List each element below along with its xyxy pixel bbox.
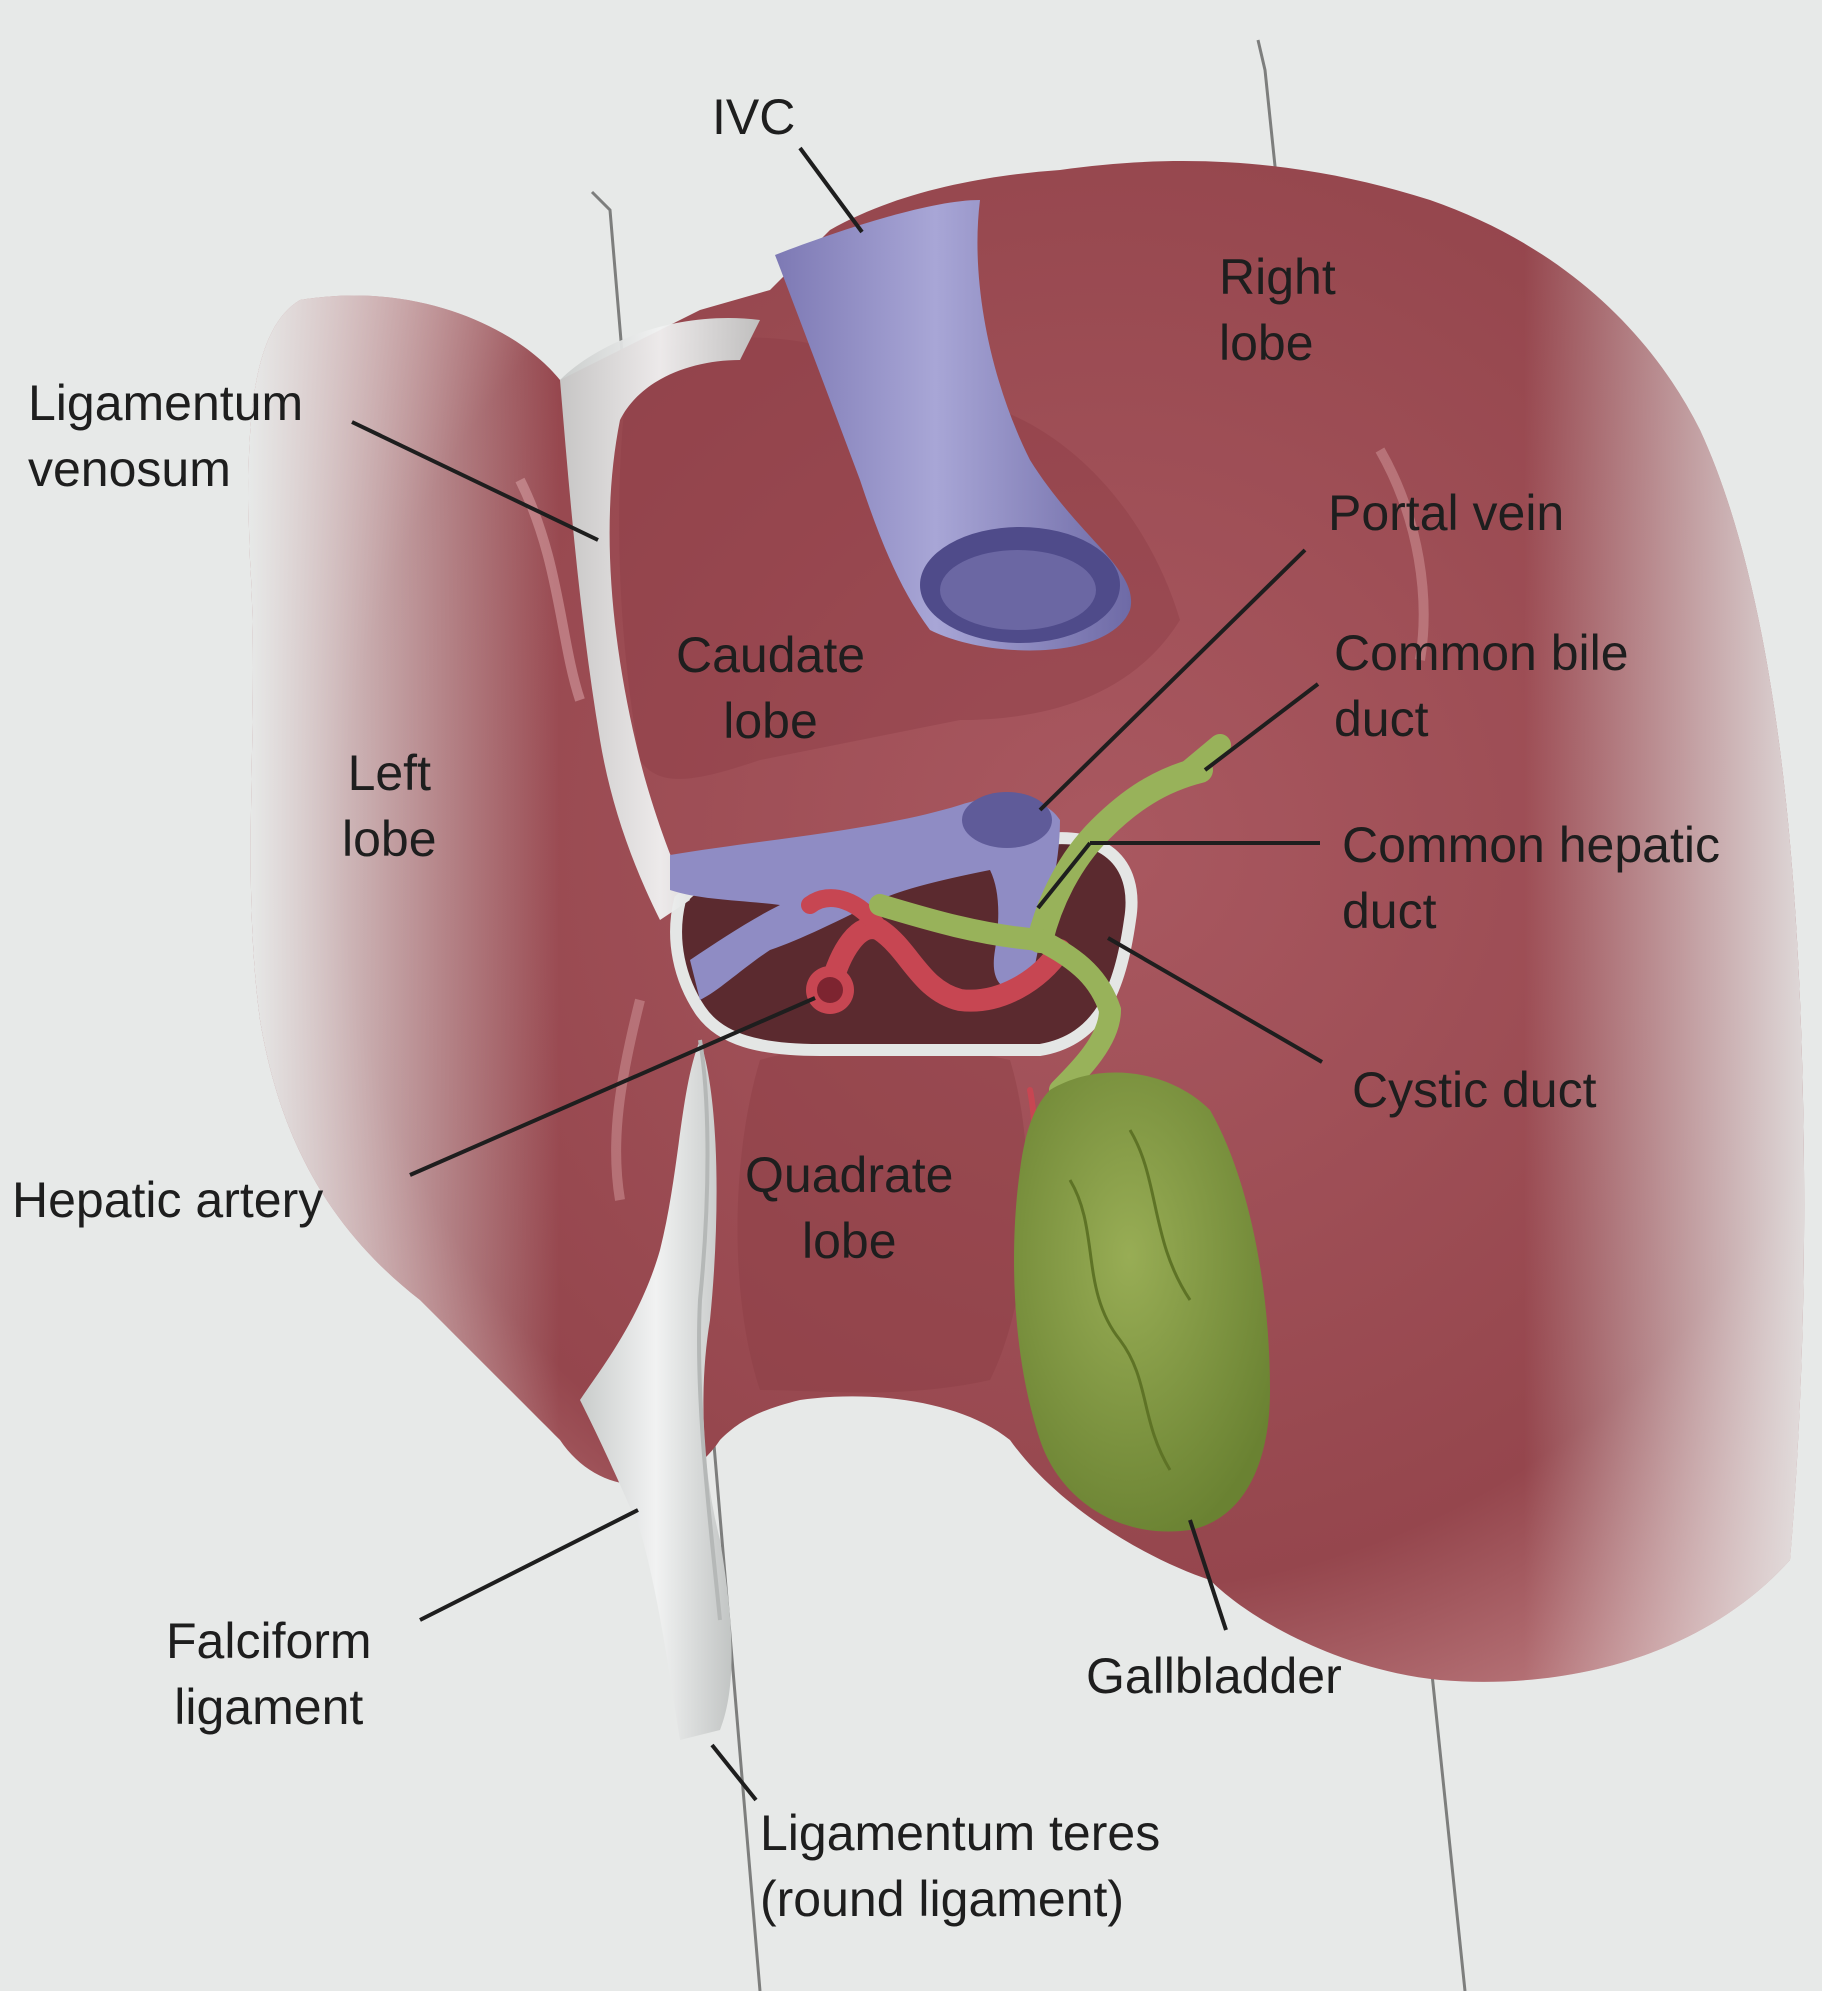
label-common-hepatic-duct: Common hepatic duct [1342,817,1720,939]
label-cystic-duct: Cystic duct [1352,1062,1597,1118]
label-falciform-ligament: Falciform ligament [166,1613,372,1735]
label-ligamentum-venosum: Ligamentum venosum [28,375,304,497]
leader-ligamentum-teres [710,1743,758,1802]
label-portal-vein: Portal vein [1328,485,1565,541]
label-hepatic-artery: Hepatic artery [12,1172,324,1228]
ivc-vessel [775,200,1132,651]
leader-cystic-duct [1106,936,1324,1064]
label-caudate-lobe: Caudate lobe [676,627,866,749]
label-ligamentum-teres: Ligamentum teres (round ligament) [760,1805,1161,1927]
ligaments [560,318,760,1740]
leader-ivc [798,146,864,234]
label-left-lobe: Left lobe [342,745,437,867]
leader-falciform-ligament [419,1508,639,1622]
label-common-bile-duct: Common bile duct [1334,625,1629,747]
leader-lines [351,146,1324,1802]
label-gallbladder: Gallbladder [1086,1648,1342,1704]
label-right-lobe: Right lobe [1219,249,1336,371]
leader-gallbladder [1188,1519,1228,1631]
leader-common-hepatic-duct [1036,841,1092,910]
label-quadrate-lobe: Quadrate lobe [745,1147,954,1269]
bile-ducts [869,734,1231,1101]
hepatic-artery-lumen [817,977,843,1003]
gallbladder-organ [1014,1072,1270,1532]
leader-portal-vein [1038,548,1307,812]
label-ivc: IVC [712,89,796,145]
portal-vein [670,792,1060,1000]
leader-ligamentum-venosum [351,420,599,542]
leader-hepatic-artery [409,996,816,1177]
leader-common-bile-duct [1203,682,1320,772]
